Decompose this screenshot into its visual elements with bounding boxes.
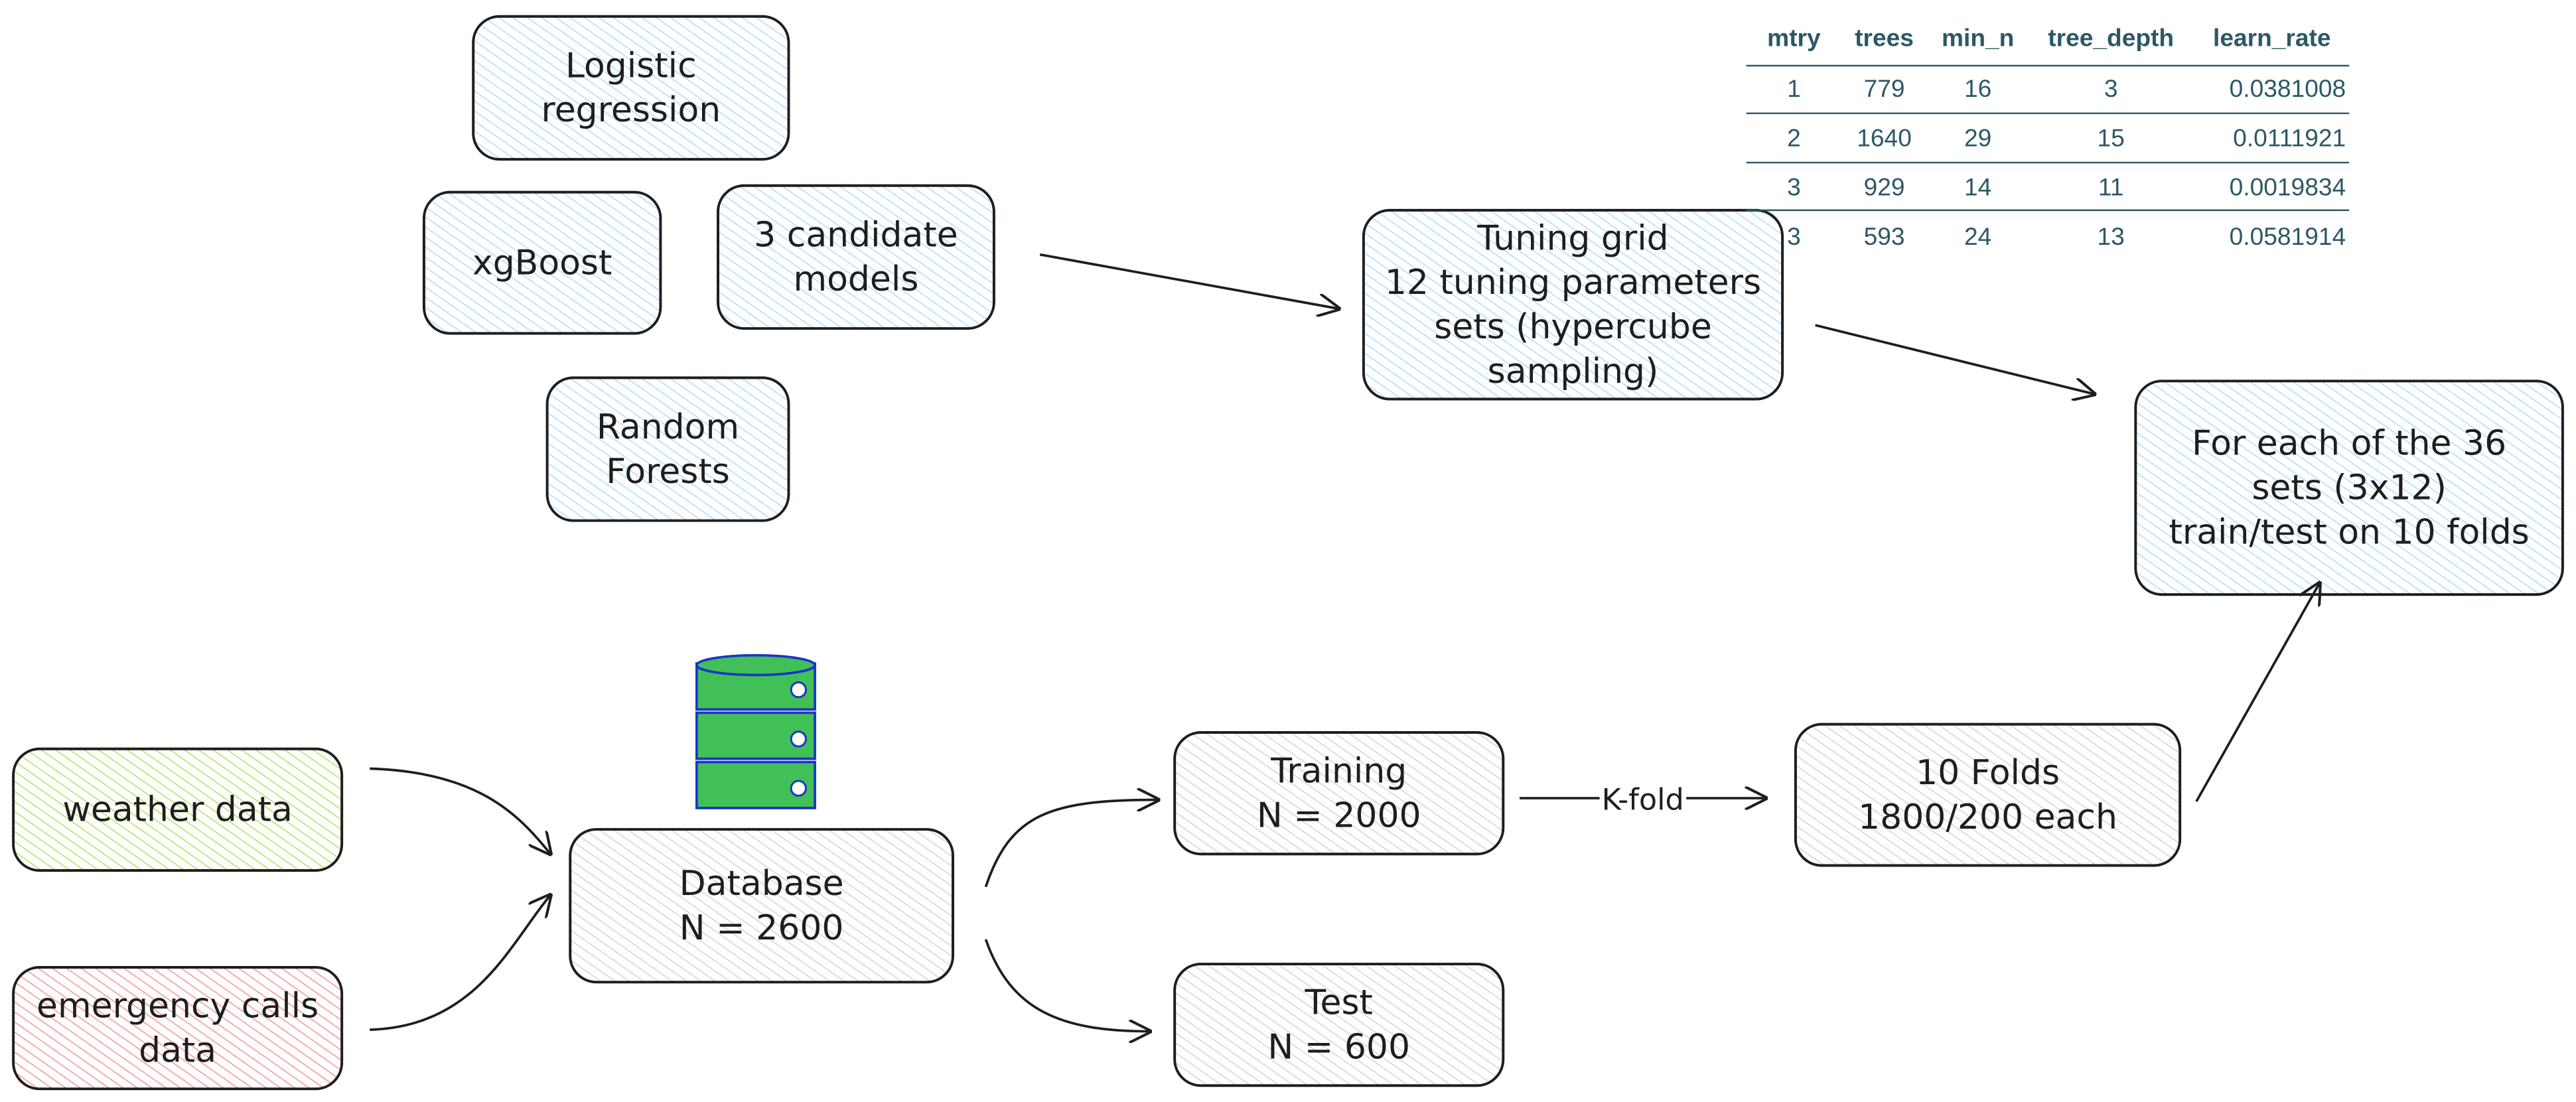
- test-box-text: Test: [1305, 983, 1373, 1023]
- tuning-grid-box-text: 12 tuning parameters: [1385, 263, 1761, 303]
- for-each-box-text: For each of the 36: [2192, 424, 2506, 464]
- table-cell: 3: [2104, 74, 2118, 102]
- arrow-db-to-test: [984, 939, 1151, 1032]
- table-cell: 929: [1864, 173, 1905, 201]
- logistic-regression-box-text: regression: [541, 90, 721, 130]
- table-cell: 16: [1964, 74, 1991, 102]
- emergency-calls-box: emergency calls data: [12, 966, 344, 1091]
- table-cell: 3: [1787, 173, 1801, 201]
- table-cell: 593: [1864, 222, 1905, 250]
- test-box-text: N = 600: [1267, 1027, 1410, 1067]
- random-forests-box-text: Random: [597, 407, 739, 447]
- database-box-text: Database: [680, 864, 844, 904]
- emergency-calls-box-text: emergency calls: [36, 987, 319, 1026]
- tuning-grid-box-text: sampling): [1488, 352, 1659, 391]
- table-row: 3 929 14 11 0.0019834: [1787, 173, 2346, 201]
- table-cell: 0.0581914: [2230, 222, 2346, 250]
- table-cell: 0.0019834: [2230, 173, 2346, 201]
- arrow-folds-to-foreach: [2195, 583, 2320, 802]
- candidate-models-box-text: 3 candidate: [754, 215, 958, 255]
- training-box-text: N = 2000: [1257, 795, 1421, 835]
- training-box-text: Training: [1270, 752, 1407, 792]
- arrow-emergency-to-db: [370, 895, 550, 1031]
- random-forests-box-text: Forests: [606, 452, 730, 492]
- weather-data-box-text: weather data: [62, 790, 293, 830]
- arrow-candidates-to-tuning: [1039, 253, 1339, 309]
- table-cell: 11: [2098, 173, 2124, 201]
- emergency-calls-box-text: data: [139, 1030, 216, 1070]
- table-cell: 13: [2098, 222, 2125, 250]
- for-each-box-text: train/test on 10 folds: [2169, 512, 2529, 552]
- table-row: 3 593 24 13 0.0581914: [1787, 222, 2346, 250]
- kfold-label: K-fold: [1602, 782, 1684, 817]
- database-box-text: N = 2600: [680, 908, 844, 948]
- table-row: 2 1640 29 15 0.0111921: [1787, 123, 2346, 151]
- table-cell: 3: [1787, 222, 1801, 250]
- table-row: 1 779 16 3 0.0381008: [1787, 74, 2346, 102]
- table-cell: 1: [1787, 74, 1801, 102]
- table-cell: 29: [1964, 123, 1991, 151]
- xgboost-box-text: xgBoost: [472, 243, 612, 283]
- table-header: learn_rate: [2213, 23, 2331, 51]
- database-icon: [695, 654, 816, 809]
- table-cell: 0.0111921: [2233, 123, 2346, 151]
- table-header: tree_depth: [2048, 23, 2174, 51]
- table-cell: 779: [1864, 74, 1905, 102]
- arrow-tuning-to-foreach: [1815, 324, 2095, 394]
- tuning-grid-table: mtry trees min_n tree_depth learn_rate 1 779 16…: [1746, 23, 2350, 250]
- xgboost-box: xgBoost: [422, 190, 662, 335]
- table-cell: 1640: [1857, 123, 1912, 151]
- logistic-regression-box-text: Logistic: [565, 46, 697, 86]
- table-header: mtry: [1767, 23, 1821, 51]
- arrow-db-to-training: [984, 800, 1159, 888]
- folds-box-text: 1800/200 each: [1858, 797, 2117, 837]
- tuning-grid-box-text: Tuning grid: [1476, 218, 1668, 258]
- table-cell: 2: [1787, 123, 1801, 151]
- for-each-box-text: sets (3x12): [2252, 468, 2447, 508]
- weather-data-box: weather data: [12, 747, 344, 872]
- table-cell: 0.0381008: [2230, 74, 2346, 102]
- table-cell: 15: [2098, 123, 2125, 151]
- table-header: trees: [1855, 23, 1914, 51]
- folds-box-text: 10 Folds: [1916, 753, 2060, 793]
- arrow-weather-to-db: [370, 767, 550, 854]
- tuning-grid-box-text: sets (hypercube: [1434, 307, 1712, 347]
- candidate-models-box-text: models: [794, 259, 919, 299]
- table-cell: 24: [1964, 222, 1991, 250]
- table-header: min_n: [1942, 23, 2014, 51]
- table-cell: 14: [1964, 173, 1991, 201]
